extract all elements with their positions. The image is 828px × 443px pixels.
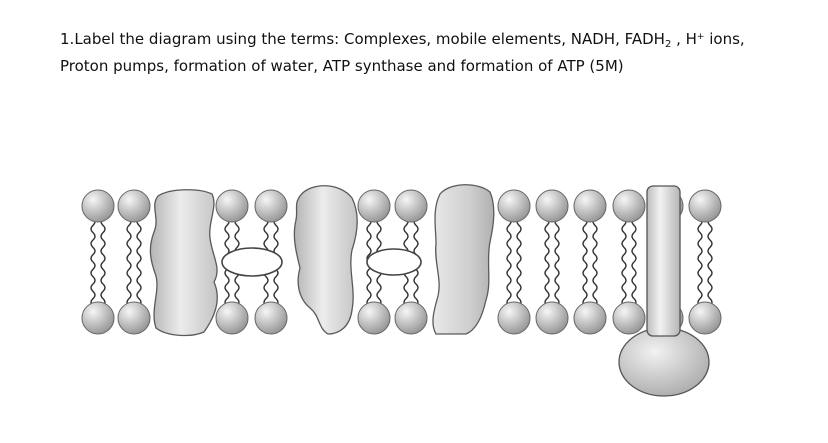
lipid-tail [708, 218, 712, 262]
protein-complex-1 [150, 190, 217, 336]
lipid-head [395, 190, 427, 222]
lipid-head [118, 302, 150, 334]
lipid-tail [545, 218, 549, 262]
lipid-tail [507, 218, 511, 262]
lipid-tail [593, 218, 597, 262]
lipid-tail [101, 218, 105, 262]
lipid-head [82, 302, 114, 334]
mobile-carrier-1 [222, 248, 282, 276]
lipid-tail [698, 218, 702, 262]
mobile-carrier-2 [367, 249, 421, 275]
lipid-head [536, 190, 568, 222]
lipid-head [574, 302, 606, 334]
lipid-tail [583, 262, 587, 306]
lipid-tail [517, 218, 521, 262]
lipid-tail [127, 262, 131, 306]
atp-synthase-stalk [647, 186, 680, 336]
lipid-head [689, 190, 721, 222]
lipid-head [255, 302, 287, 334]
lipid-head [358, 302, 390, 334]
lipid-tail [91, 218, 95, 262]
lipid-head [574, 190, 606, 222]
lipid-head [216, 302, 248, 334]
lipid-tail [622, 262, 626, 306]
lipid-head [118, 190, 150, 222]
lipid-tail [698, 262, 702, 306]
protein-complex-3 [294, 186, 357, 334]
lipid-tail [632, 218, 636, 262]
lipid-tail [545, 262, 549, 306]
lipid-head [358, 190, 390, 222]
lipid-tail [593, 262, 597, 306]
lipid-tail [127, 218, 131, 262]
lipid-tail [555, 218, 559, 262]
lipid-tail [632, 262, 636, 306]
lipid-head [613, 302, 645, 334]
lipid-tail [101, 262, 105, 306]
lipid-tail [507, 262, 511, 306]
lipid-tail [622, 218, 626, 262]
lipid-tail [137, 262, 141, 306]
lipid-head [216, 190, 248, 222]
lipid-tail [555, 262, 559, 306]
lipid-head [498, 302, 530, 334]
lipid-head [689, 302, 721, 334]
lipid-head [255, 190, 287, 222]
protein-complex-4 [433, 185, 494, 334]
lipid-tail [517, 262, 521, 306]
lipid-head [536, 302, 568, 334]
lipid-head [395, 302, 427, 334]
lipid-tail [708, 262, 712, 306]
lipid-tail [583, 218, 587, 262]
lipid-tail [91, 262, 95, 306]
atp-synthase-head [619, 328, 709, 396]
lipid-head [498, 190, 530, 222]
lipid-head [82, 190, 114, 222]
lipid-head [613, 190, 645, 222]
lipid-tail [137, 218, 141, 262]
